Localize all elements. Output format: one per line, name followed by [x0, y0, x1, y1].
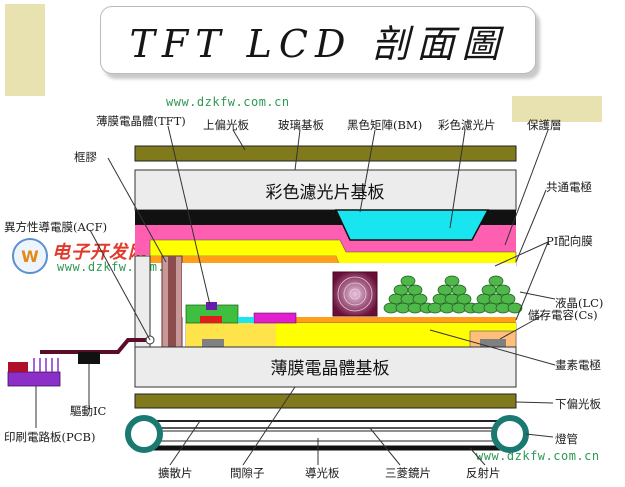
label-reflector: 反射片	[466, 466, 501, 480]
color-filter-substrate-layer	[134, 169, 517, 211]
label-pixel-electrode: 畫素電極	[555, 358, 601, 372]
label-pcb: 印刷電路板(PCB)	[4, 430, 96, 444]
tft-substrate-label: 薄膜電晶體基板	[271, 359, 390, 379]
substrate-edge-left	[134, 255, 151, 348]
frame-glue-inner	[168, 256, 176, 348]
tft-base-grey	[202, 339, 224, 347]
label-tft: 薄膜電晶體(TFT)	[96, 114, 186, 128]
label-prism-sheet: 三菱鏡片	[385, 466, 431, 480]
spacer-element	[332, 271, 378, 317]
label-spacer: 間隙子	[230, 466, 265, 480]
label-light-guide: 導光板	[305, 466, 340, 480]
spacer-ring-3	[349, 288, 361, 300]
tft-gate-block	[206, 302, 217, 310]
label-frame-glue: 框膠	[74, 150, 97, 164]
label-acf: 異方性導電膜(ACF)	[4, 220, 108, 234]
decor-block-left	[5, 4, 45, 96]
lamp-right	[491, 415, 529, 453]
tft-substrate-layer	[134, 346, 517, 388]
label-glass-substrate: 玻璃基板	[278, 118, 324, 132]
label-protective-layer: 保護層	[527, 118, 562, 132]
upper-polarizer-layer	[134, 145, 517, 162]
label-lower-polarizer: 下偏光板	[555, 397, 601, 411]
callout-lines	[35, 125, 556, 466]
decor-block-right	[512, 96, 602, 122]
label-diffuser: 擴散片	[158, 466, 193, 480]
cyan-filter-element	[334, 209, 490, 241]
label-black-matrix: 黑色矩陣(BM)	[347, 118, 423, 132]
tft-cyan-block	[238, 317, 254, 323]
lower-polarizer-layer	[134, 393, 517, 409]
label-liquid-crystal: 液晶(LC)	[555, 296, 604, 310]
pi-alignment-lower	[186, 317, 516, 323]
lc-stack-3	[471, 275, 523, 314]
label-pi-alignment: PI配向膜	[546, 234, 593, 248]
light-guide-plate	[144, 430, 511, 442]
title-box: TFT LCD 剖面圖	[100, 6, 536, 74]
lc-stack-1	[383, 275, 435, 314]
lamp-left	[125, 415, 163, 453]
label-common-electrode: 共通電極	[546, 180, 592, 194]
label-storage-capacitor: 儲存電容(Cs)	[528, 308, 598, 322]
lc-stack-2	[427, 275, 479, 314]
storage-capacitor-base	[480, 339, 506, 347]
pcb-board	[7, 371, 61, 387]
diagram-title: TFT LCD 剖面圖	[129, 21, 507, 66]
acf-connector	[40, 338, 150, 354]
tft-red-block	[200, 316, 222, 323]
label-color-filter: 彩色濾光片	[438, 118, 496, 132]
watermark-top: www.dzkfw.com.cn	[166, 95, 290, 109]
logo-mark: W	[12, 238, 48, 274]
tft-magenta-block	[253, 312, 297, 324]
label-upper-polarizer: 上偏光板	[203, 118, 249, 132]
label-lamp: 燈管	[555, 432, 578, 446]
label-driver-ic: 驅動IC	[70, 404, 107, 418]
tft-left-yellow	[186, 323, 276, 347]
pcb-connector	[8, 362, 28, 372]
pcb-pins	[33, 358, 59, 372]
driver-ic-chip	[78, 352, 100, 364]
spacer-ring-1	[337, 276, 373, 312]
spacer-ring-2	[343, 282, 367, 306]
logo-text: 电子开发网	[52, 242, 147, 263]
color-filter-substrate-label: 彩色濾光片基板	[266, 183, 385, 203]
